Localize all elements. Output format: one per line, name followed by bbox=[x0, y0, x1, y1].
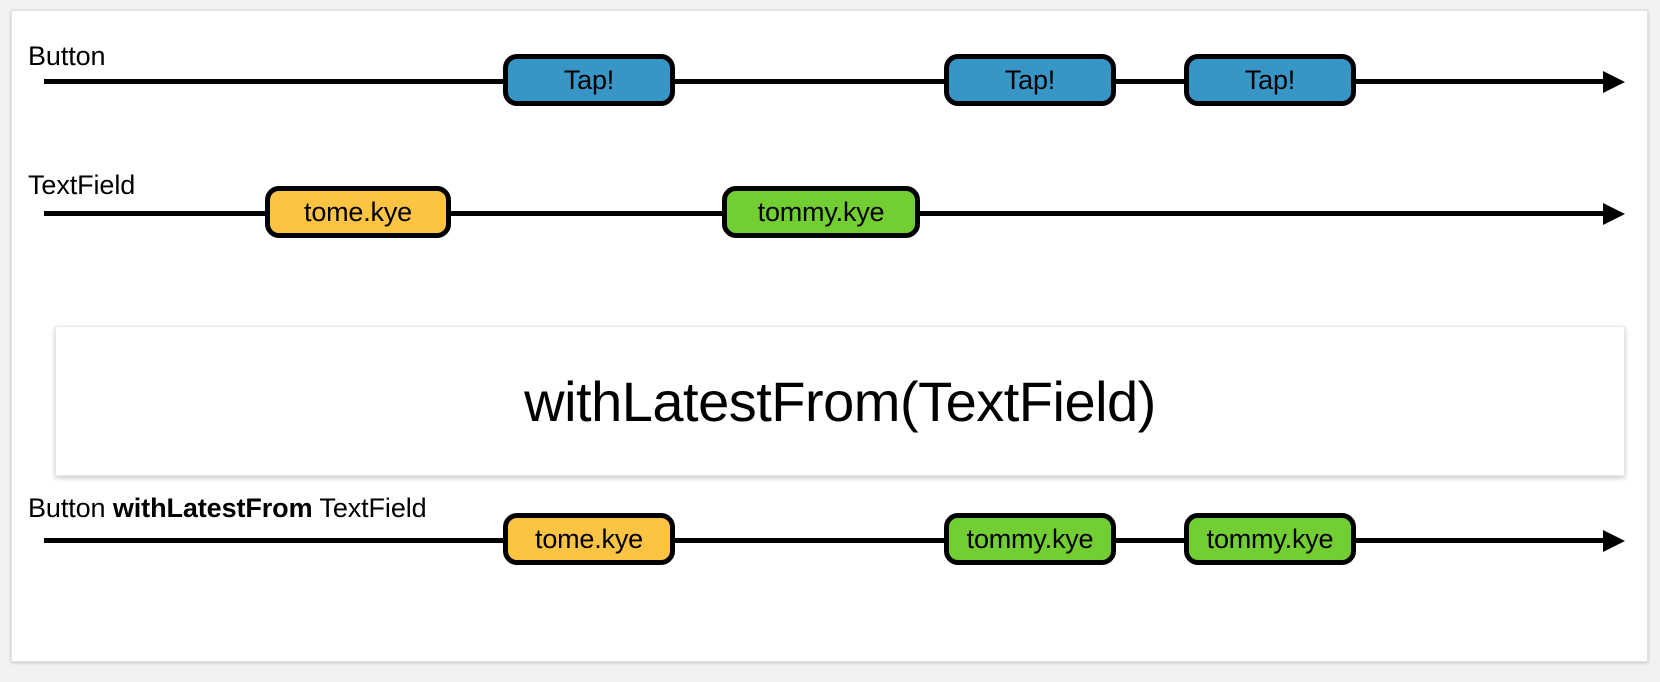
diagram-panel: Button Tap! Tap! Tap! TextField tome.kye… bbox=[11, 10, 1648, 662]
stream-label-result-suffix: TextField bbox=[312, 493, 427, 523]
marble-result-3[interactable]: tommy.kye bbox=[1184, 513, 1356, 565]
operator-box: withLatestFrom(TextField) bbox=[55, 326, 1625, 476]
operator-label: withLatestFrom(TextField) bbox=[524, 369, 1156, 433]
marble-result-2[interactable]: tommy.kye bbox=[944, 513, 1116, 565]
stream-label-result-prefix: Button bbox=[28, 493, 113, 523]
marble-textfield-2[interactable]: tommy.kye bbox=[722, 186, 920, 238]
timeline-arrow-icon-textfield bbox=[1603, 202, 1625, 225]
timeline-axis-result bbox=[44, 538, 1614, 543]
marble-button-1[interactable]: Tap! bbox=[503, 54, 675, 106]
stream-label-result: Button withLatestFrom TextField bbox=[28, 493, 427, 523]
timeline-axis-button bbox=[44, 79, 1614, 84]
marble-textfield-1[interactable]: tome.kye bbox=[265, 186, 451, 238]
timeline-arrow-icon-button bbox=[1603, 70, 1625, 93]
stream-label-button: Button bbox=[28, 41, 106, 71]
marble-button-2[interactable]: Tap! bbox=[944, 54, 1116, 106]
timeline-arrow-icon-result bbox=[1603, 529, 1625, 552]
stream-label-textfield: TextField bbox=[28, 170, 136, 200]
marble-button-3[interactable]: Tap! bbox=[1184, 54, 1356, 106]
stream-label-result-operator: withLatestFrom bbox=[112, 493, 313, 523]
marble-result-1[interactable]: tome.kye bbox=[503, 513, 675, 565]
